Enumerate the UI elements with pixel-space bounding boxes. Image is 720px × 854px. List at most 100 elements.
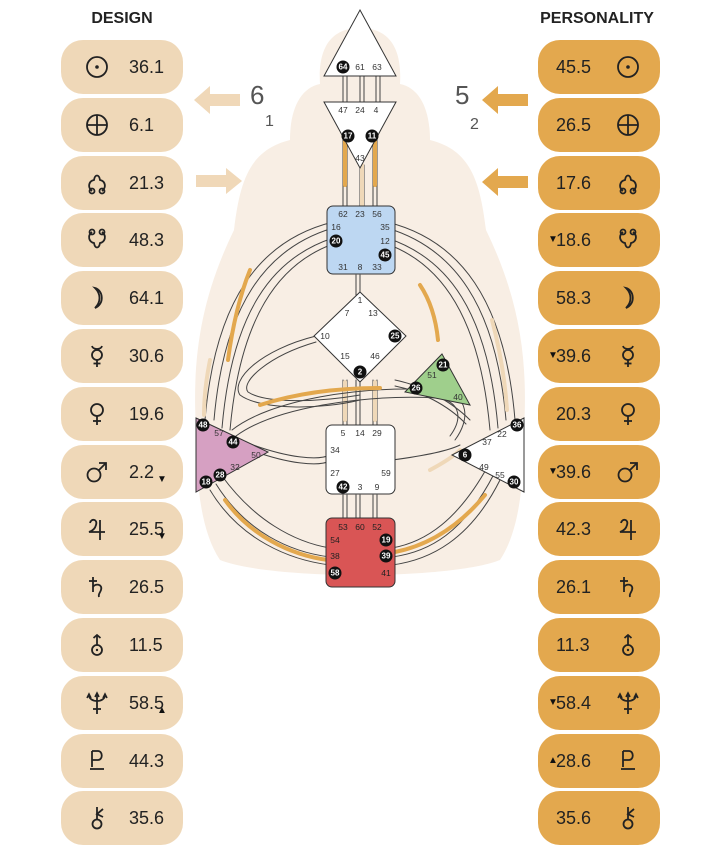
- gate-label: 16: [331, 222, 341, 232]
- planet-value: 26.5: [556, 114, 592, 135]
- gate-label: 35: [380, 222, 390, 232]
- pluto-icon: [77, 734, 117, 788]
- design-title: DESIGN: [91, 10, 153, 27]
- neptune-icon: [86, 690, 108, 714]
- arrow-marker: ▼: [157, 473, 167, 485]
- gate-label: 23: [355, 209, 365, 219]
- planet-row[interactable]: 58.3: [538, 271, 660, 326]
- planet-row[interactable]: 44.3: [61, 733, 183, 788]
- sun-icon: [77, 40, 117, 94]
- planet-row[interactable]: 2.2▼: [61, 444, 183, 499]
- moon-icon: [623, 286, 634, 310]
- south-node-icon: [608, 213, 648, 267]
- planet-value: 58.5: [129, 692, 165, 713]
- sacral-center: 5 14 29 34 27 59 42 3 9: [325, 424, 396, 495]
- gate-label: 27: [330, 468, 340, 478]
- planet-row[interactable]: 48.3: [61, 213, 183, 268]
- planet-value: 17.6: [556, 172, 592, 193]
- mercury-icon: [91, 345, 103, 367]
- planet-row[interactable]: 17.6: [538, 155, 660, 210]
- gate-label: 43: [355, 153, 365, 163]
- chiron-icon: [91, 807, 104, 830]
- gate-label: 19: [382, 536, 391, 545]
- uranus-icon: [77, 618, 117, 672]
- arrow-left-icon: [194, 86, 240, 114]
- gate-label: 25: [391, 332, 400, 341]
- gate-label: 22: [497, 429, 507, 439]
- planet-row[interactable]: 26.5: [61, 560, 183, 615]
- planet-row[interactable]: 58.5▲: [61, 675, 183, 730]
- south-node-icon: [77, 213, 117, 267]
- planet-value: 42.3: [556, 519, 592, 540]
- south-node-icon: [619, 228, 637, 249]
- gate-label: 13: [368, 308, 378, 318]
- planet-row[interactable]: 21.3: [61, 155, 183, 210]
- arrow-marker: ▲: [157, 704, 167, 716]
- arrow-marker: ▼: [548, 465, 558, 477]
- planet-value: 20.3: [556, 403, 592, 424]
- gate-label: 3: [358, 482, 363, 492]
- gate-label: 53: [338, 522, 348, 532]
- planet-value: 6.1: [129, 114, 155, 135]
- planet-row[interactable]: 64.1: [61, 271, 183, 326]
- planet-row[interactable]: 11.5: [61, 617, 183, 672]
- planet-row[interactable]: 28.6▲: [538, 733, 660, 788]
- gate-label: 55: [495, 470, 505, 480]
- planet-value: 39.6: [556, 345, 592, 366]
- planet-row[interactable]: 58.4▼: [538, 675, 660, 730]
- planet-row[interactable]: 35.6: [538, 791, 660, 846]
- planet-value: 48.3: [129, 230, 165, 251]
- head-center: 64 61 63: [323, 8, 397, 77]
- planet-value: 21.3: [129, 172, 165, 193]
- north-node-icon: [88, 174, 106, 194]
- venus-icon: [77, 387, 117, 441]
- planet-value: 44.3: [129, 750, 165, 771]
- planet-row[interactable]: 42.3: [538, 502, 660, 557]
- planet-row[interactable]: 6.1: [61, 97, 183, 152]
- planet-row[interactable]: 26.5: [538, 97, 660, 152]
- earth-icon: [77, 98, 117, 152]
- planet-value: 45.5: [556, 57, 592, 77]
- planet-row[interactable]: 18.6▼: [538, 213, 660, 268]
- chiron-icon: [608, 791, 648, 845]
- gate-label: 40: [453, 392, 463, 402]
- planet-row[interactable]: 11.3: [538, 617, 660, 672]
- planet-row[interactable]: 39.6▼: [538, 328, 660, 383]
- ego-center: 21 51 26 40: [404, 353, 471, 406]
- gate-label: 8: [358, 262, 363, 272]
- planet-row[interactable]: 30.6: [61, 328, 183, 383]
- planet-row[interactable]: 35.6: [61, 791, 183, 846]
- gate-label: 63: [372, 62, 382, 72]
- gate-label: 11: [368, 132, 377, 141]
- gate-label: 7: [345, 308, 350, 318]
- planet-value: 25.5: [129, 519, 165, 540]
- planet-row[interactable]: 19.6: [61, 386, 183, 441]
- gate-label: 1: [358, 295, 363, 305]
- planet-value: 26.5: [129, 577, 165, 598]
- mars-icon: [608, 445, 648, 499]
- gate-label: 45: [381, 251, 390, 260]
- jupiter-icon: [608, 502, 648, 556]
- gate-label: 5: [341, 428, 346, 438]
- gate-label: 51: [427, 370, 437, 380]
- planet-row[interactable]: 45.5: [538, 40, 660, 94]
- saturn-icon: [620, 577, 634, 598]
- earth-icon: [617, 113, 639, 136]
- planet-row[interactable]: 26.1: [538, 560, 660, 615]
- planet-row[interactable]: 20.3: [538, 386, 660, 441]
- mars-icon: [617, 461, 638, 482]
- planet-value: 35.6: [129, 808, 165, 829]
- mercury-icon: [622, 345, 634, 367]
- gate-label: 9: [375, 482, 380, 492]
- gate-label: 32: [230, 462, 240, 472]
- planet-row[interactable]: 39.6▼: [538, 444, 660, 499]
- gate-label: 10: [320, 331, 330, 341]
- sun-icon: [608, 40, 648, 94]
- arrow-marker: ▼: [548, 234, 558, 246]
- planet-row[interactable]: 36.1: [61, 40, 183, 94]
- planet-value: 58.3: [556, 288, 592, 309]
- planet-row[interactable]: 25.5▼: [61, 502, 183, 557]
- gate-label: 24: [355, 105, 365, 115]
- personality-title: PERSONALITY: [540, 10, 654, 27]
